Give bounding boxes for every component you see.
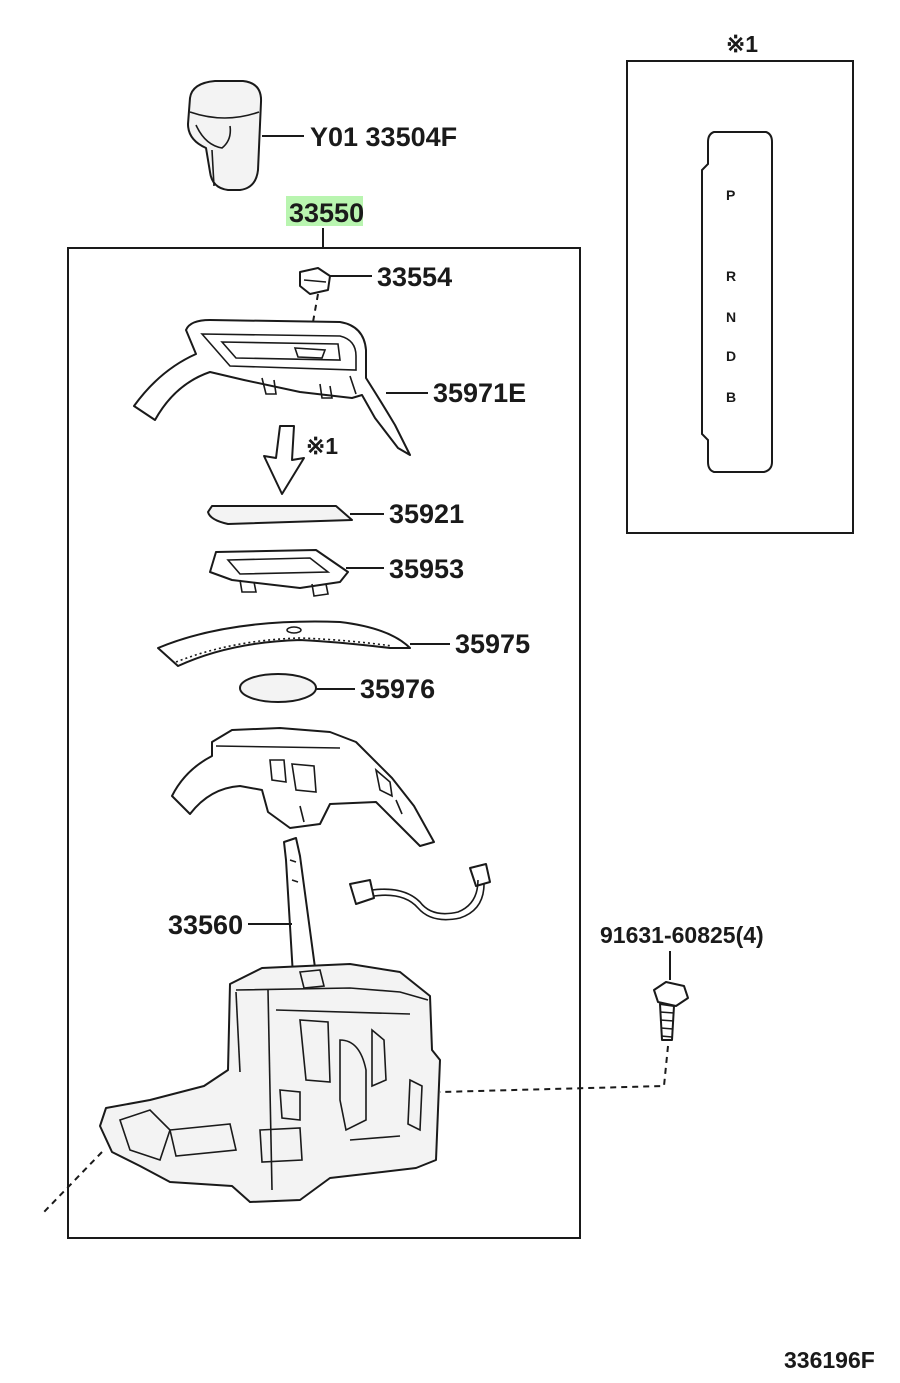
indicator-housing: [171, 727, 435, 847]
housing-label[interactable]: 35971E: [433, 378, 526, 408]
bolt[interactable]: [653, 981, 689, 1041]
holder-label[interactable]: 35953: [389, 554, 464, 584]
shift-base: [99, 963, 441, 1203]
assembly-label[interactable]: 33550: [289, 198, 364, 228]
base-dash: [43, 1151, 103, 1213]
upper-housing[interactable]: [133, 319, 411, 456]
seal-label[interactable]: 35976: [360, 674, 435, 704]
indicator-plate[interactable]: [207, 505, 353, 525]
gear-b: B: [726, 389, 736, 405]
plate-holder[interactable]: [209, 549, 349, 597]
slide-cover-label[interactable]: 35975: [455, 629, 530, 659]
clip-label[interactable]: 33554: [377, 262, 452, 292]
insert-arrow: [263, 425, 305, 495]
bolt-label[interactable]: 91631-60825(4): [600, 922, 764, 948]
shift-knob[interactable]: [187, 80, 263, 191]
diagram-code: 336196F: [784, 1347, 875, 1373]
assembly-label-highlight: [286, 196, 363, 226]
lever-label[interactable]: 33560: [168, 910, 243, 940]
plate-label[interactable]: 35921: [389, 499, 464, 529]
knob-label[interactable]: Y01 33504F: [310, 122, 457, 152]
gear-r: R: [726, 268, 736, 284]
gear-indicator-plate[interactable]: [701, 131, 773, 473]
inset-note: ※1: [726, 31, 758, 57]
seal[interactable]: [239, 673, 317, 703]
wire-connector: [349, 863, 491, 921]
bolt-dash: [439, 1045, 669, 1093]
slide-cover[interactable]: [157, 620, 411, 667]
clip[interactable]: [299, 267, 331, 295]
inset-frame: [626, 60, 854, 534]
gear-p: P: [726, 187, 735, 203]
gear-d: D: [726, 348, 736, 364]
arrow-note: ※1: [306, 433, 338, 459]
gear-n: N: [726, 309, 736, 325]
